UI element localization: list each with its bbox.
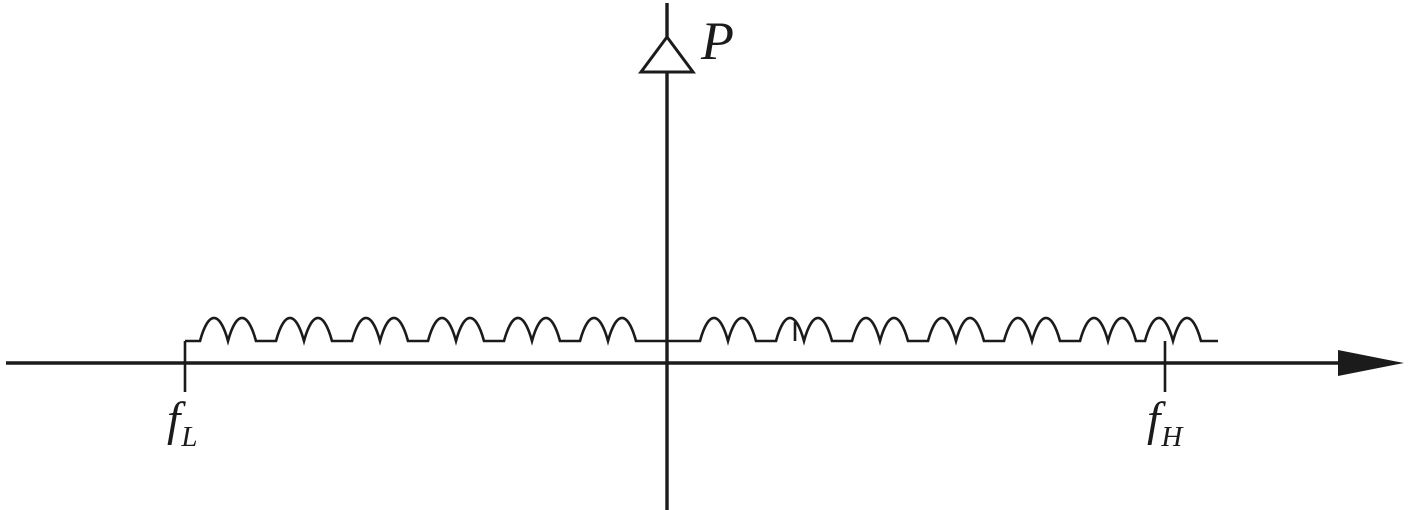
f-low-label: fL [167,396,197,452]
f-high-base: f [1147,393,1161,446]
up-arrowhead-icon [638,34,696,74]
right-arrowhead-icon [1338,350,1404,376]
power-axis-label: P [701,11,734,71]
waveform-path [185,316,1218,346]
f-low-subscript: L [181,421,198,453]
f-high-subscript: H [1161,421,1183,453]
f-high-label: fH [1147,396,1182,452]
f-low-base: f [167,393,181,446]
